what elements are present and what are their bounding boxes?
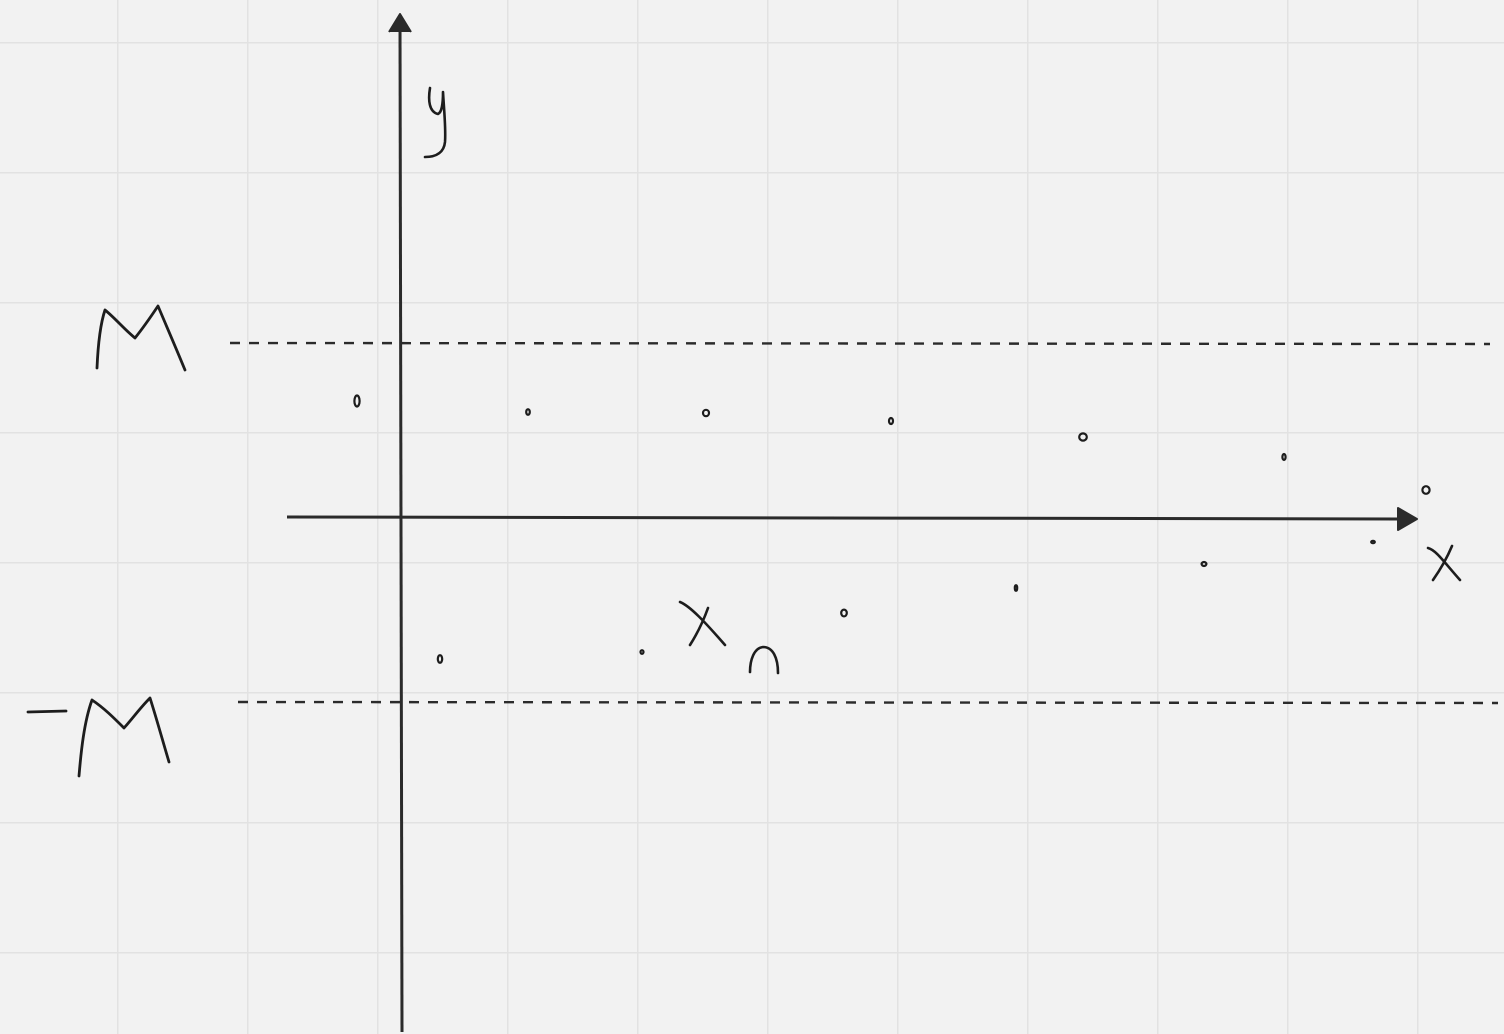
sequence-label: x n: [678, 600, 780, 675]
sequence-point: [1200, 560, 1208, 568]
sequence-point: [840, 608, 848, 618]
sequence-point: [639, 649, 645, 655]
y-axis: [398, 23, 404, 1033]
sequence-point: [525, 408, 531, 416]
sequence-point: [1078, 432, 1088, 442]
sequence-point: [701, 408, 711, 418]
x-axis-label: x: [1426, 544, 1462, 582]
x-axis: [286, 515, 1405, 521]
sequence-point: [1281, 452, 1287, 462]
x-axis-arrowhead: [1397, 507, 1418, 531]
sequence-point: [1370, 539, 1376, 545]
upper-bound-label: M: [95, 304, 187, 372]
sequence-point: [353, 394, 361, 408]
sequence-point: [887, 416, 895, 426]
y-axis-arrowhead: [388, 13, 412, 33]
sequence-points: [353, 394, 1431, 664]
sequence-point: [1013, 584, 1019, 592]
lower-bound-label: -M: [26, 696, 171, 778]
y-axis-label: y: [423, 86, 447, 159]
upper-bound-line: [229, 341, 1491, 346]
lower-bound-line: [237, 700, 1499, 705]
sequence-point: [1421, 485, 1431, 495]
sequence-point: [436, 654, 444, 664]
